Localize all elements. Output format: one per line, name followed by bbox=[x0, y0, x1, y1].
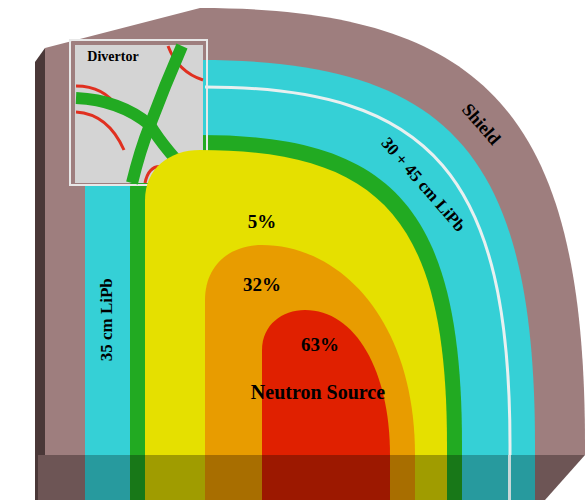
front-strip bbox=[85, 455, 130, 500]
front-strip bbox=[508, 455, 511, 500]
divertor-leg bbox=[150, 46, 182, 125]
front-strip bbox=[130, 455, 145, 500]
front-strip bbox=[535, 455, 585, 500]
block-front-face bbox=[38, 455, 585, 500]
divertor-plate bbox=[76, 112, 124, 150]
source-zone-middle: 32% 63% bbox=[205, 245, 415, 455]
front-strip bbox=[415, 455, 447, 500]
inboard-blanket-region bbox=[85, 185, 130, 455]
block-side-edge bbox=[35, 48, 45, 500]
front-strip bbox=[38, 455, 85, 500]
front-strip bbox=[262, 455, 390, 500]
region-label: Divertor bbox=[87, 49, 138, 65]
shield-region bbox=[45, 8, 585, 455]
front-strip bbox=[390, 455, 415, 500]
source-label: Neutron Source bbox=[251, 381, 385, 404]
divertor-leg bbox=[132, 125, 150, 183]
source-zone-outer: 5% 32% 63% bbox=[145, 150, 447, 455]
zone-shape bbox=[205, 245, 415, 455]
front-strip bbox=[462, 455, 535, 500]
region-label: 35 cm LiPb bbox=[97, 278, 117, 361]
divertor-label-region: Divertor bbox=[83, 47, 142, 67]
front-strip bbox=[145, 455, 205, 500]
front-strip bbox=[205, 455, 262, 500]
zone-shape bbox=[145, 150, 447, 455]
percentage-label: 63% bbox=[301, 334, 339, 356]
front-strip bbox=[447, 455, 462, 500]
divertor-leg bbox=[76, 98, 150, 125]
percentage-label: 32% bbox=[243, 274, 281, 296]
percentage-label: 5% bbox=[248, 211, 277, 233]
inboard-blanket-label: 35 cm LiPb bbox=[95, 274, 119, 365]
